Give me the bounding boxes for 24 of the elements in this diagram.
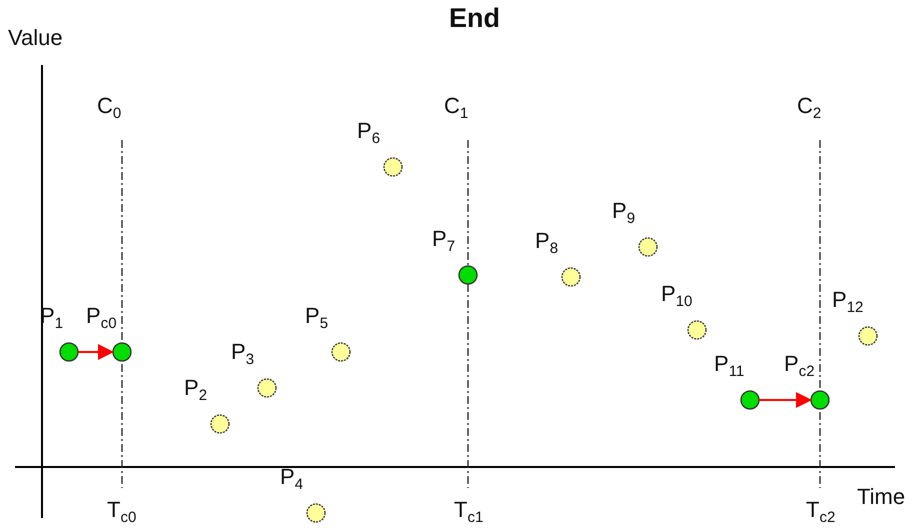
tick-label: T$_{c1}$: [454, 498, 484, 522]
point-label: P$_{3}$: [231, 340, 254, 364]
tick-label: T$_{c2}$: [806, 498, 836, 522]
marker-label: C$_{1}$: [444, 94, 468, 118]
marker-label: C$_{0}$: [97, 94, 122, 118]
point-label: P$_{2}$: [184, 376, 208, 400]
tick-label: T$_{c0}$: [107, 498, 136, 522]
arrow: [759, 392, 812, 408]
point-label: P$_{10}$: [661, 282, 692, 306]
point-label: P$_{9}$: [612, 199, 636, 223]
axis-label: Value: [8, 26, 63, 50]
point-label: P$_{8}$: [535, 229, 558, 253]
point-label: P$_{c0}$: [86, 304, 117, 328]
axis-label: Time: [857, 485, 906, 509]
point-label: P$_{6}$: [357, 119, 380, 143]
point-label: P$_{c2}$: [784, 352, 815, 376]
point-label: P$_{5}$: [305, 304, 328, 328]
point-label: P$_{4}$: [280, 465, 304, 489]
arrow: [78, 344, 114, 360]
point-label: P$_{12}$: [832, 288, 864, 312]
point-label: P$_{7}$: [432, 227, 456, 251]
chart-title: End: [449, 6, 500, 30]
marker-label: C$_{2}$: [797, 94, 822, 118]
point-label: P$_{11}$: [714, 352, 744, 376]
